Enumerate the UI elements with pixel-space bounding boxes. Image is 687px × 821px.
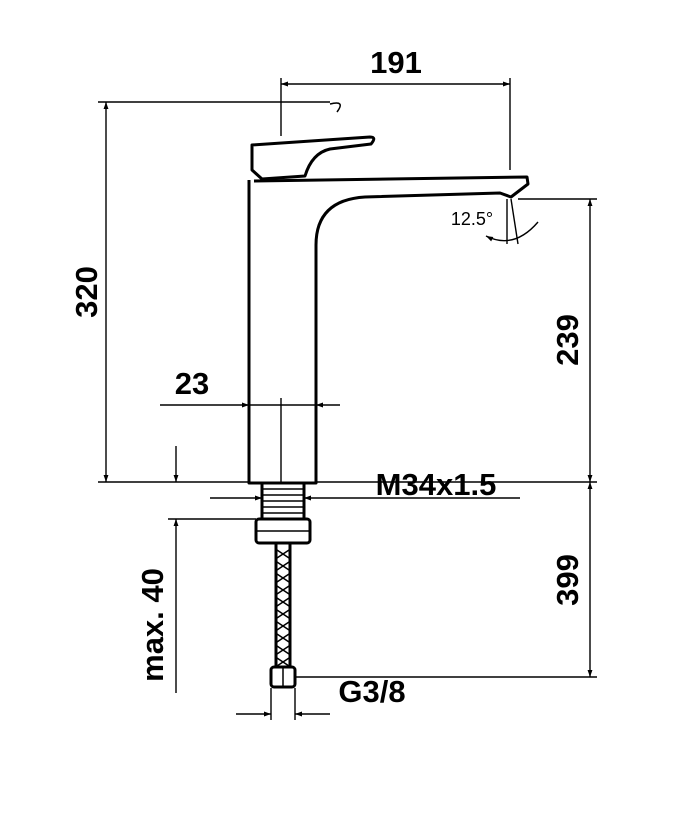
label-thread: M34x1.5 xyxy=(376,467,497,502)
label-spout-height: 239 xyxy=(550,314,585,366)
label-max-thickness: max. 40 xyxy=(135,568,170,682)
label-total-height: 320 xyxy=(69,266,104,318)
dimension-lines xyxy=(98,78,597,720)
dimension-labels: 191 320 239 23 M34x1.5 399 max. 40 G3/8 … xyxy=(69,45,585,709)
lever-handle xyxy=(250,135,376,181)
label-body-diameter: 23 xyxy=(175,366,209,401)
label-spout-angle: 12.5° xyxy=(451,209,493,229)
faucet-outline xyxy=(247,135,530,689)
detail-lines xyxy=(257,102,341,686)
label-connection: G3/8 xyxy=(338,674,405,709)
faucet-body xyxy=(247,175,530,485)
label-hose-length: 399 xyxy=(550,554,585,606)
end-fitting xyxy=(269,665,297,689)
label-width-top: 191 xyxy=(370,45,422,80)
